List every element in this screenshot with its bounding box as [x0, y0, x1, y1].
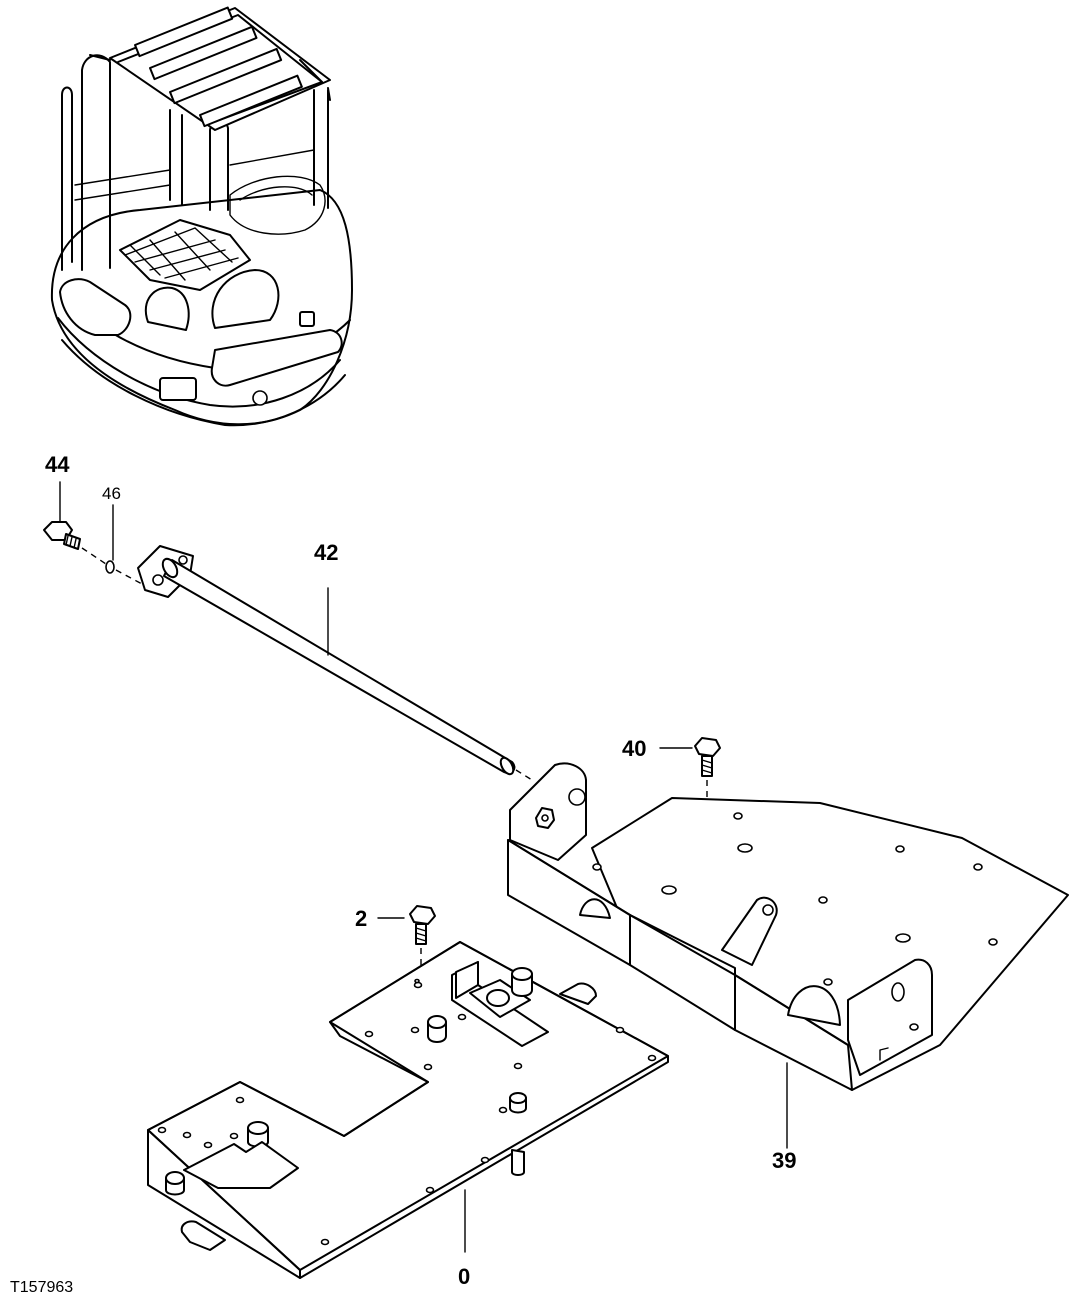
part-39-bracket [507, 762, 1069, 1149]
callout-2: 2 [355, 906, 367, 931]
callout-0: 0 [458, 1264, 470, 1289]
callout-40: 40 [622, 736, 646, 761]
callout-39: 39 [772, 1148, 796, 1173]
callout-42: 42 [314, 540, 338, 565]
machine-locator-view [50, 6, 353, 427]
part-44-bolt [43, 481, 107, 565]
part-0-base-plate [147, 941, 669, 1279]
part-42-shaft [137, 545, 533, 781]
callout-44: 44 [45, 452, 70, 477]
part-46-washer [105, 504, 143, 585]
figure-id: T157963 [10, 1279, 73, 1296]
part-40-bolt [659, 737, 721, 800]
part-2-bolt [377, 905, 436, 972]
callout-46: 46 [102, 484, 121, 503]
